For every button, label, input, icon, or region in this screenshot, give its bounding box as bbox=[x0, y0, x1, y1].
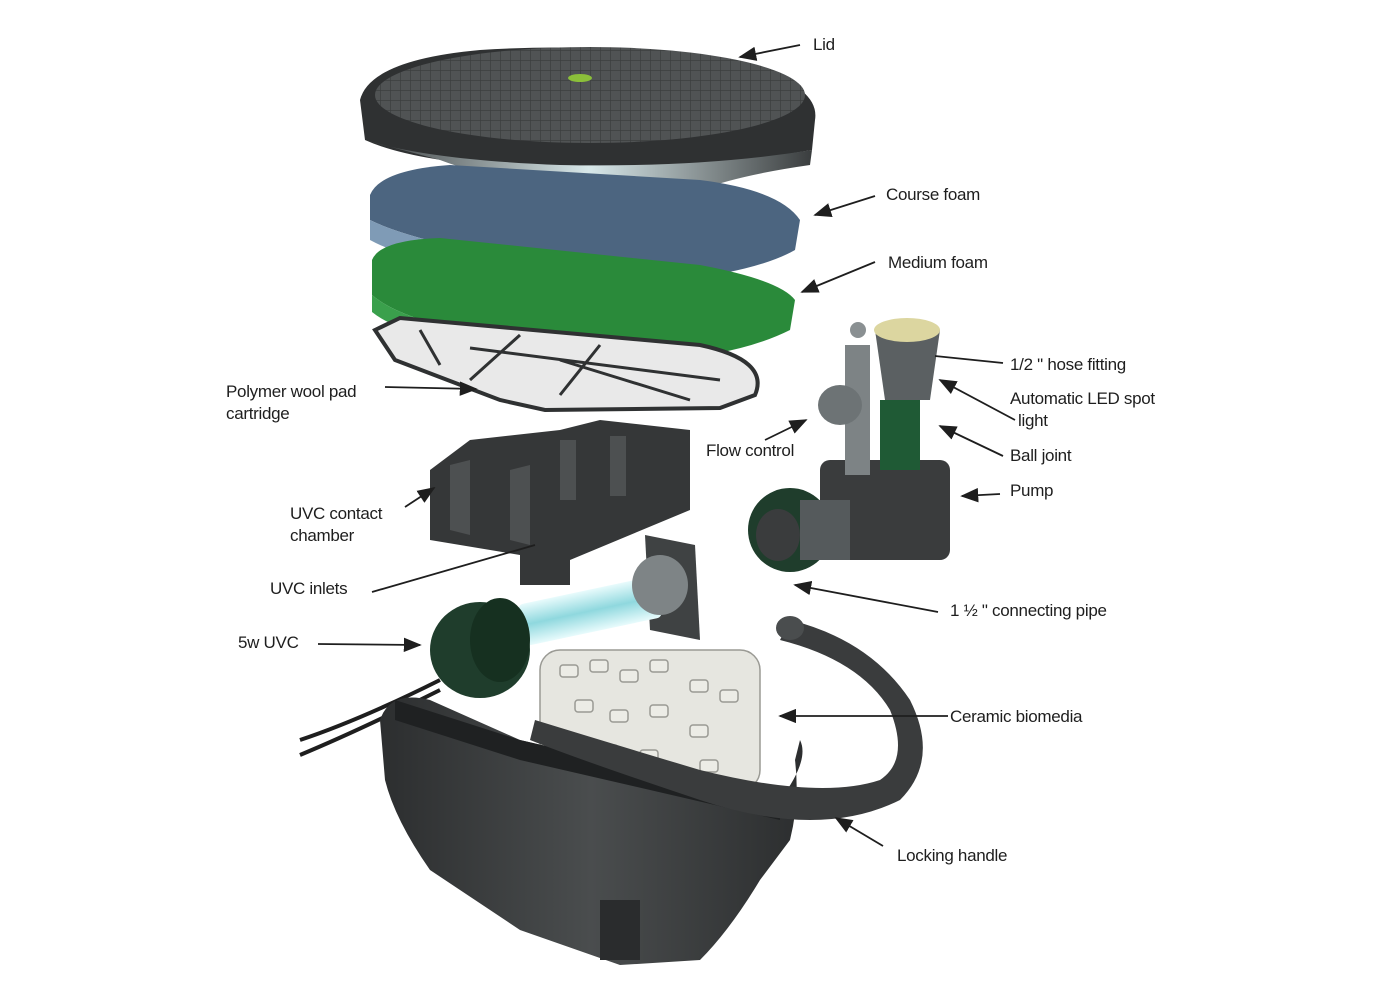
lid-indicator-icon bbox=[568, 74, 592, 82]
label-ball-joint: Ball joint bbox=[1010, 446, 1072, 465]
label-medium-foam: Medium foam bbox=[888, 253, 988, 272]
uvc-chamber-part bbox=[430, 420, 690, 585]
label-locking-handle: Locking handle bbox=[897, 846, 1008, 865]
label-flow-control: Flow control bbox=[706, 441, 795, 460]
label-5w-uvc: 5w UVC bbox=[238, 633, 299, 652]
label-connecting-pipe: 1 ½ " connecting pipe bbox=[950, 601, 1107, 620]
label-uvc-inlets: UVC inlets bbox=[270, 579, 348, 598]
label-led-light-line1: Automatic LED spot bbox=[1010, 389, 1155, 408]
label-lid: Lid bbox=[813, 35, 835, 54]
label-ceramic-biomedia: Ceramic biomedia bbox=[950, 707, 1083, 726]
label-polymer-pad-line1: Polymer wool pad bbox=[226, 382, 357, 401]
uvc-lamp-part bbox=[299, 555, 688, 757]
label-coarse-foam: Course foam bbox=[886, 185, 981, 204]
label-uvc-chamber-line2: chamber bbox=[290, 526, 355, 545]
locking-handle-part bbox=[530, 620, 923, 820]
label-hose-fitting: 1/2 " hose fitting bbox=[1010, 355, 1126, 374]
pump-part bbox=[748, 318, 950, 572]
label-uvc-chamber-line1: UVC contact bbox=[290, 504, 383, 523]
label-polymer-pad-line2: cartridge bbox=[226, 404, 290, 423]
label-led-light-line2: light bbox=[1018, 411, 1048, 430]
leader-lines bbox=[317, 44, 1016, 847]
label-pump: Pump bbox=[1010, 481, 1054, 500]
